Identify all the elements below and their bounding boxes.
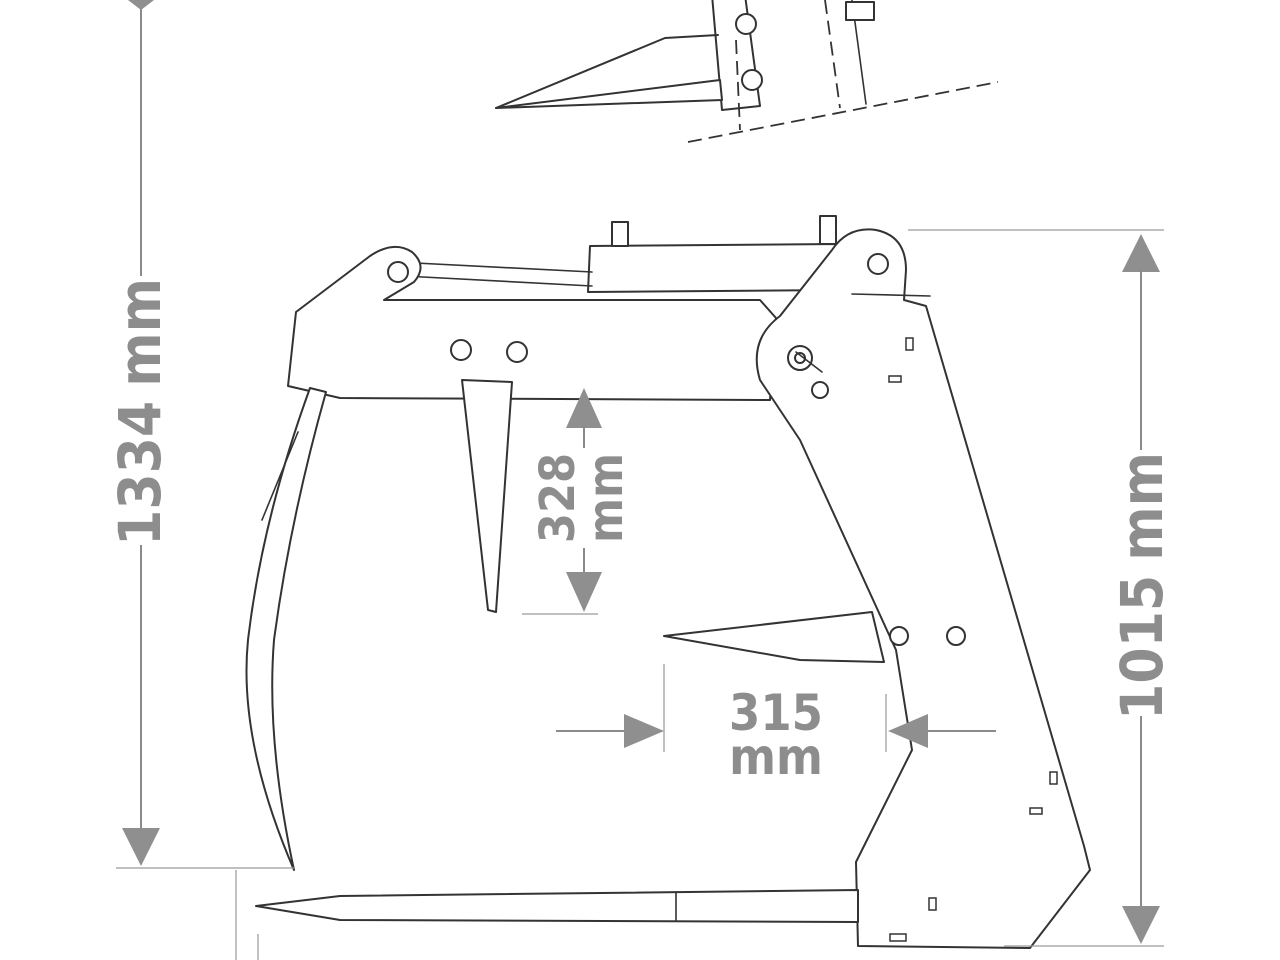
dim-spacing-arrow-right	[888, 714, 928, 748]
dim-frame-arrow-top	[1122, 234, 1160, 272]
dim-total-height: 1334 mm	[106, 0, 294, 869]
middle-tine	[663, 611, 885, 663]
top-fitting	[845, 1, 875, 21]
plate-link	[795, 351, 823, 373]
main-plate	[755, 228, 1091, 949]
plate-top-edge	[851, 293, 931, 297]
dim-frame-height: 1015 mm	[908, 229, 1176, 947]
top-hole-1	[735, 13, 757, 35]
top-hole-2	[741, 69, 763, 91]
cylinder-port-right	[819, 215, 837, 245]
claw-tine-detail	[261, 431, 299, 521]
dim-tine-arrow-bottom	[566, 572, 602, 612]
arm-hole-1	[450, 339, 472, 361]
dim-spacing-value: 315	[729, 684, 823, 742]
plate-slot-2	[888, 375, 902, 383]
cylinder-port-left	[611, 221, 629, 247]
dim-frame-arrow-bottom	[1122, 906, 1160, 944]
top-dashed-vertical-2	[824, 0, 841, 109]
plate-slot-4	[1029, 807, 1043, 815]
upper-arm	[287, 245, 777, 401]
top-dashed-vertical	[735, 39, 741, 131]
claw-tine	[245, 387, 327, 871]
plate-hole-2	[946, 626, 966, 646]
top-partial-view	[495, 0, 999, 143]
top-tine-upper	[495, 79, 723, 109]
dim-tine-unit: mm	[578, 453, 634, 543]
upper-tine	[461, 379, 513, 613]
grab-frame	[245, 215, 1091, 949]
dim-spacing-arrow-left	[624, 714, 664, 748]
dim-total-unit: mm	[106, 278, 174, 387]
top-dashed-horizontal	[687, 81, 999, 143]
dim-total-label: 1334 mm	[106, 278, 174, 546]
dim-frame-unit: mm	[1108, 452, 1176, 561]
dim-tine-length: 328 mm	[522, 388, 634, 615]
dim-tine-arrow-top	[566, 388, 602, 428]
arm-pivot	[387, 261, 409, 283]
bottom-tine	[255, 889, 859, 923]
plate-joint-small	[811, 381, 829, 399]
plate-slot-1	[905, 337, 914, 351]
plate-pivot	[867, 253, 889, 275]
plate-slot-3	[1049, 771, 1058, 785]
dim-tine-spacing: 315 mm	[556, 664, 996, 786]
dim-total-arrow-bottom	[122, 828, 160, 866]
cylinder-rod-lower	[403, 275, 593, 287]
plate-slot-6	[889, 933, 907, 942]
arm-hole-2	[506, 341, 528, 363]
plate-hole-1	[889, 626, 909, 646]
dim-spacing-unit: mm	[729, 728, 823, 786]
plate-slot-5	[928, 897, 937, 911]
cylinder-rod	[395, 261, 593, 273]
dim-total-value: 1334	[106, 401, 174, 546]
dim-frame-value: 1015	[1108, 575, 1176, 720]
dim-total-arrow-top	[128, 0, 154, 10]
dim-tine-value: 328	[530, 453, 586, 543]
dim-frame-label: 1015 mm	[1108, 452, 1176, 720]
top-tine-edge	[495, 34, 719, 109]
